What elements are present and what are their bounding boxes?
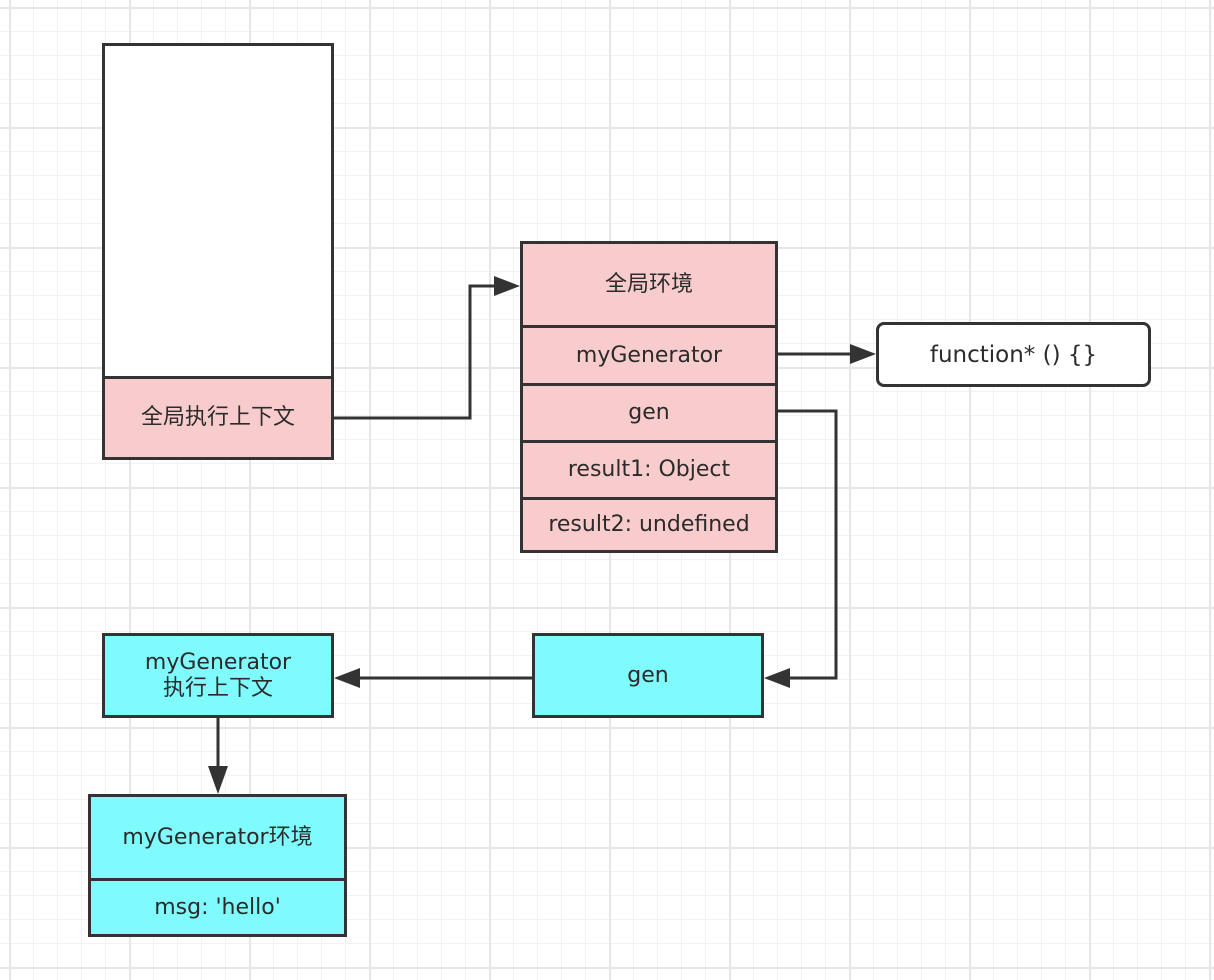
env-divider (523, 383, 775, 386)
arrowhead-right-icon (494, 276, 520, 296)
generator-environment-title: myGenerator环境 (122, 824, 313, 850)
global-environment-title: 全局环境 (604, 271, 693, 297)
env-row-result1: result1: Object (567, 457, 731, 482)
function-object-label: function* () {} (929, 341, 1098, 368)
env-divider (523, 325, 775, 328)
generator-environment: myGenerator环境 msg: 'hello' (88, 794, 347, 937)
env-row-result2: result2: undefined (548, 512, 750, 537)
env-divider (523, 440, 775, 443)
arrowhead-right-icon (850, 344, 876, 364)
gen-object: gen (532, 633, 764, 718)
connector-context-to-global-env (334, 284, 498, 420)
function-object: function* () {} (876, 322, 1151, 387)
env-row-mygenerator: myGenerator (575, 342, 723, 368)
connector-gen-to-gen-object (778, 409, 838, 680)
global-environment: 全局环境 myGenerator gen result1: Object res… (520, 241, 778, 553)
global-execution-stack: 全局执行上下文 (102, 43, 334, 460)
global-execution-context: 全局执行上下文 (105, 379, 331, 457)
env-divider (523, 497, 775, 500)
stack-divider (105, 376, 331, 379)
arrowhead-left-icon (764, 668, 790, 688)
generator-execution-context-label: myGenerator 执行上下文 (144, 649, 292, 701)
generator-env-row-msg: msg: 'hello' (154, 894, 281, 920)
env-divider (91, 878, 344, 881)
arrowhead-left-icon (334, 668, 360, 688)
env-row-gen: gen (628, 400, 670, 425)
gen-object-label: gen (627, 662, 669, 688)
arrowhead-down-icon (208, 766, 228, 794)
global-execution-context-label: 全局执行上下文 (140, 405, 295, 430)
generator-execution-context: myGenerator 执行上下文 (102, 633, 334, 718)
